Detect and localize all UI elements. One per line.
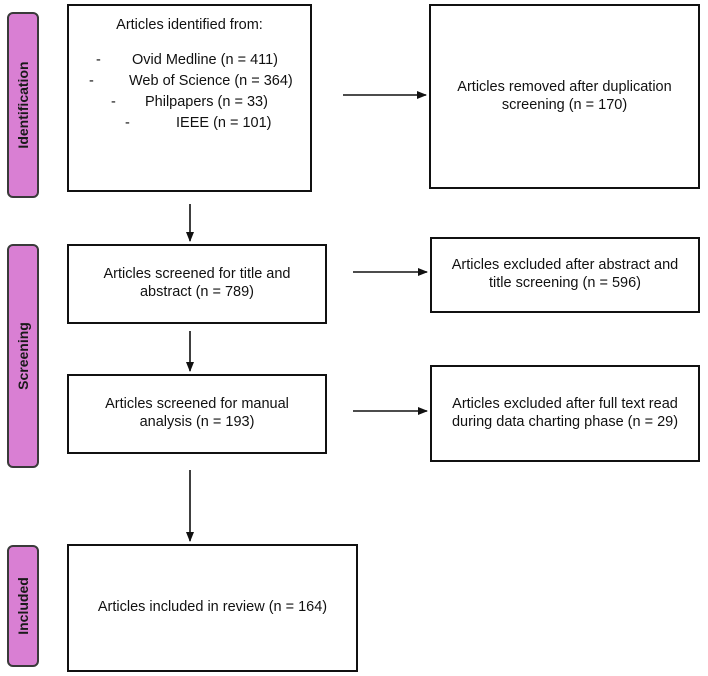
box-excluded-fulltext: Articles excluded after full text read d… [430, 365, 700, 462]
screened-manual-text: Articles screened for manual analysis (n… [105, 396, 289, 430]
source-dash: - [125, 115, 130, 131]
included-review-text: Articles included in review (n = 164) [97, 599, 328, 616]
source-item-ovid: - Ovid Medline (n = 411) [69, 52, 310, 73]
source-item-philpapers: - Philpapers (n = 33) [69, 94, 310, 115]
phase-included: Included [7, 545, 39, 667]
box-excluded-abstract: Articles excluded after abstract and tit… [430, 237, 700, 313]
source-label: Philpapers (n = 33) [145, 94, 268, 110]
source-dash: - [111, 94, 116, 110]
identified-title: Articles identified from: [116, 17, 263, 33]
phase-identification: Identification [7, 12, 39, 198]
phase-screening: Screening [7, 244, 39, 468]
box-included-review: Articles included in review (n = 164) [67, 544, 358, 672]
source-dash: - [96, 52, 101, 68]
box-screened-manual: Articles screened for manual analysis (n… [67, 374, 327, 454]
source-label: Web of Science (n = 364) [129, 73, 293, 89]
source-label: IEEE (n = 101) [176, 115, 272, 131]
screened-title-abstract-text: Articles screened for title and abstract… [103, 266, 291, 300]
removed-text: Articles removed after duplication scree… [457, 78, 672, 113]
phase-screening-label: Screening [15, 322, 31, 390]
excluded-abstract-text: Articles excluded after abstract and tit… [451, 257, 679, 291]
excluded-fulltext-text: Articles excluded after full text read d… [451, 395, 679, 430]
phase-identification-label: Identification [15, 61, 31, 149]
phase-included-label: Included [15, 577, 31, 635]
box-screened-title-abstract: Articles screened for title and abstract… [67, 244, 327, 324]
source-list: - Ovid Medline (n = 411) - Web of Scienc… [69, 52, 310, 136]
source-item-wos: - Web of Science (n = 364) [69, 73, 310, 94]
source-item-ieee: - IEEE (n = 101) [69, 115, 310, 136]
box-articles-identified: Articles identified from: - Ovid Medline… [67, 4, 312, 192]
box-articles-removed: Articles removed after duplication scree… [429, 4, 700, 189]
source-dash: - [89, 73, 94, 89]
source-label: Ovid Medline (n = 411) [132, 52, 279, 68]
